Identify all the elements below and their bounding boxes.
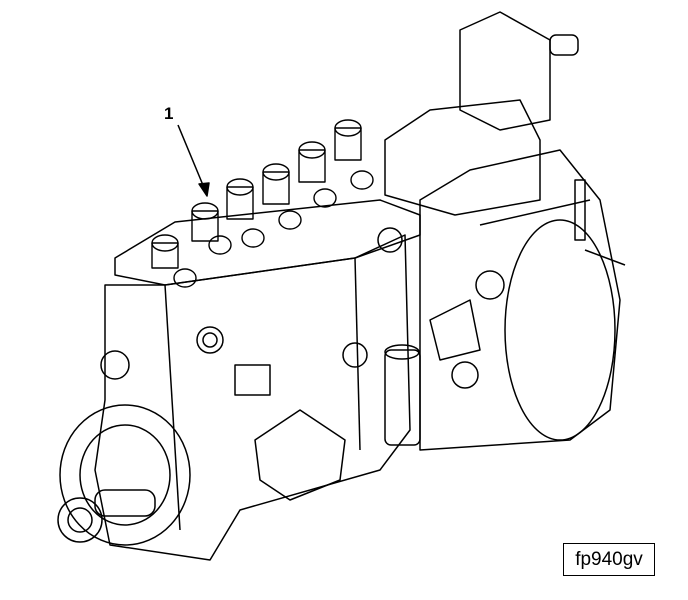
- pump-body: [57, 11, 626, 561]
- figure-id-label: fp940gv: [563, 543, 655, 576]
- callout-number: 1: [164, 104, 174, 123]
- callout-leader-line: [177, 124, 206, 191]
- delivery-valve-holders: [151, 119, 374, 288]
- callout-arrowhead: [198, 182, 210, 197]
